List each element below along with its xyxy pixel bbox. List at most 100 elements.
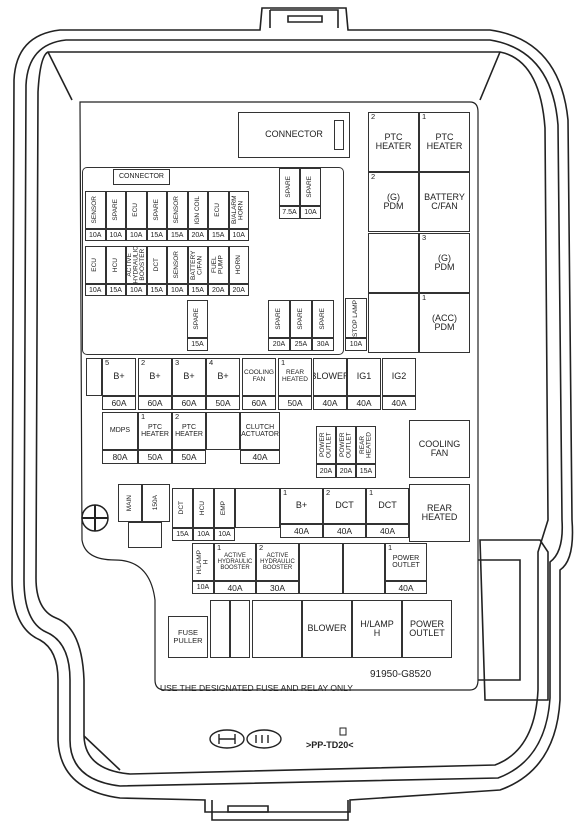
row3-multi-amp-1: 40A bbox=[280, 524, 323, 538]
stop-lamp-fuse-body: STOP LAMP bbox=[345, 298, 367, 338]
mini-fuse-8: HORN bbox=[228, 246, 249, 284]
small-fuse-2: POWER OUTLET bbox=[336, 426, 356, 464]
kia-logo-icon bbox=[246, 729, 282, 749]
spare-top-amp-2: 10A bbox=[300, 206, 321, 219]
multi-row1-amp-3: 60A bbox=[172, 396, 206, 410]
spare-top-amp-1: 7.5A bbox=[279, 206, 300, 219]
row3-multi-fuse-1: B+1 bbox=[280, 488, 323, 524]
spare-top-1: SPARE bbox=[279, 168, 300, 206]
relay-hlamp-h: H/LAMP H bbox=[352, 600, 402, 658]
small-fuse-1: POWER OUTLET bbox=[316, 426, 336, 464]
row3-small-amp-3: 10A bbox=[214, 528, 235, 541]
stop-lamp-amp: 10A bbox=[345, 338, 367, 351]
multi-row1-spacer bbox=[86, 358, 102, 396]
spare-group-3: SPARE bbox=[312, 300, 334, 338]
mini-fuse-amp-4: 15A bbox=[146, 229, 167, 241]
multi-row1-amp-5: 60A bbox=[242, 396, 276, 410]
row4-hlamp-amp: 10A bbox=[192, 581, 214, 594]
mini-fuse-5: SENSOR bbox=[167, 191, 188, 229]
multi-row1-amp-9: 40A bbox=[382, 396, 416, 410]
multi-row2-fuse-1: MDPS bbox=[102, 412, 138, 450]
recycle-icon bbox=[339, 727, 347, 736]
small-fuse-amp-1: 20A bbox=[316, 464, 336, 478]
ground-terminal-icon bbox=[81, 504, 109, 532]
mini-fuse-2: SPARE bbox=[105, 191, 126, 229]
multi-row2-amp-2: 50A bbox=[138, 450, 172, 464]
mini-fuse-amp-8: 10A bbox=[228, 229, 249, 241]
mini-fuse-amp-3: 10A bbox=[126, 284, 147, 296]
relay-blower: BLOWER bbox=[302, 600, 352, 658]
mini-fuse-7: ECU bbox=[208, 191, 229, 229]
row3-small-fuse-1: DCT bbox=[172, 488, 193, 528]
mini-fuse-6: BATTERY C/FAN bbox=[187, 246, 208, 284]
spare-group-amp-1: 20A bbox=[268, 338, 290, 351]
mini-fuse-amp-7: 20A bbox=[208, 284, 229, 296]
multi-row1-fuse-8: IG1 bbox=[347, 358, 381, 396]
multi-row1-fuse-7: BLOWER bbox=[313, 358, 347, 396]
multi-row2-amp-4: 40A bbox=[240, 450, 280, 464]
multi-row1-fuse-4: B+4 bbox=[206, 358, 240, 396]
spare-top-2: SPARE bbox=[300, 168, 321, 206]
connector-latch bbox=[334, 120, 344, 150]
mini-fuse-1: ECU bbox=[85, 246, 106, 284]
slot-blank-1 bbox=[210, 600, 230, 658]
spare-group-amp-3: 30A bbox=[312, 338, 334, 351]
main-fuse-bracket bbox=[128, 522, 162, 548]
multi-row1-fuse-9: IG2 bbox=[382, 358, 416, 396]
row3-small-fuse-3: EMP bbox=[214, 488, 235, 528]
mini-fuse-3: ACTIVE HYDRAULIC BOOSTER bbox=[126, 246, 147, 284]
slot-blank-2 bbox=[230, 600, 250, 658]
row4-ahb-2-amp: 30A bbox=[256, 581, 299, 594]
mini-fuse-amp-4: 15A bbox=[146, 284, 167, 296]
mini-fuse-5: SENSOR bbox=[167, 246, 188, 284]
mini-fuse-amp-2: 10A bbox=[105, 229, 126, 241]
row4-hlamp-fuse: H/LAMP H bbox=[192, 543, 214, 581]
multi-row1-amp-1: 60A bbox=[102, 396, 136, 410]
row4-blank-2 bbox=[343, 543, 385, 594]
main-fuse-label: MAIN bbox=[118, 484, 142, 522]
mini-fuse-3: ECU bbox=[126, 191, 147, 229]
mini-fuse-6: IGN COIL bbox=[187, 191, 208, 229]
mini-fuse-amp-5: 15A bbox=[167, 229, 188, 241]
mini-fuse-8: B/ALARM HORN bbox=[228, 191, 249, 229]
multi-row1-fuse-5: COOLING FAN bbox=[242, 358, 276, 396]
mini-fuse-amp-3: 10A bbox=[126, 229, 147, 241]
multi-row2-amp-1: 80A bbox=[102, 450, 138, 464]
mini-fuse-amp-6: 20A bbox=[187, 229, 208, 241]
mini-fuse-amp-8: 20A bbox=[228, 284, 249, 296]
row4-ahb-1-amp: 40A bbox=[214, 581, 256, 594]
multi-row1-fuse-2: B+2 bbox=[138, 358, 172, 396]
row3-small-amp-2: 10A bbox=[193, 528, 214, 541]
mini-fuse-4: DCT bbox=[146, 246, 167, 284]
slot-blank-3 bbox=[252, 600, 302, 658]
hyundai-logo-icon bbox=[209, 729, 245, 749]
multi-row1-amp-2: 60A bbox=[138, 396, 172, 410]
mini-fuse-amp-1: 10A bbox=[85, 229, 106, 241]
multi-row1-amp-6: 50A bbox=[278, 396, 312, 410]
multi-row2-blank bbox=[206, 412, 240, 450]
multi-row1-amp-7: 40A bbox=[313, 396, 347, 410]
spare-group-amp-2: 25A bbox=[290, 338, 312, 351]
row3-small-amp-1: 15A bbox=[172, 528, 193, 541]
mini-fuse-amp-5: 10A bbox=[167, 284, 188, 296]
relay-fuse-puller: FUSE PULLER bbox=[168, 616, 208, 658]
mini-fuse-4: SPARE bbox=[146, 191, 167, 229]
multi-row1-fuse-3: B+3 bbox=[172, 358, 206, 396]
mini-fuse-1: SENSOR bbox=[85, 191, 106, 229]
row3-multi-amp-2: 40A bbox=[323, 524, 366, 538]
multi-row2-amp-3: 50A bbox=[172, 450, 206, 464]
designated-fuse-note: USE THE DESIGNATED FUSE AND RELAY ONLY bbox=[160, 683, 353, 693]
mini-fuse-amp-1: 10A bbox=[85, 284, 106, 296]
relay-power-outlet: POWER OUTLET bbox=[402, 600, 452, 658]
spare-group-2: SPARE bbox=[290, 300, 312, 338]
relay-blank-2 bbox=[368, 293, 419, 353]
